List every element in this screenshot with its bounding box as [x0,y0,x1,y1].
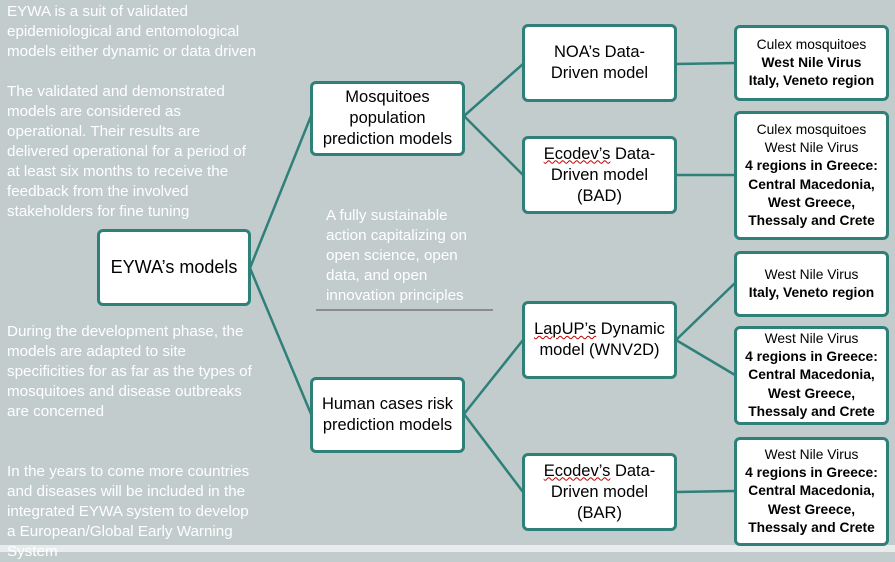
target-line: West Greece, [767,501,856,517]
target-line: West Nile Virus [764,266,859,282]
divider-rule [316,309,493,311]
model-line-rest: Data- [610,461,656,480]
target-line: West Nile Virus [764,446,859,462]
connector-human-lapup [463,339,524,415]
model-line: Driven model [550,64,649,82]
branch-line: population [349,109,426,127]
model-line: Driven model [550,482,649,501]
branch-line: prediction models [322,130,453,148]
model-line: (BAD) [577,186,622,205]
target-line: Central Macedonia, [748,367,875,383]
model-box-ecodev-bad: Ecodev’s Data- Driven model (BAD) [522,136,677,214]
model-box-lapup: LapUP’s Dynamic model (WNV2D) [522,301,677,379]
connector-root-human [248,267,313,415]
target-line: West Nile Virus [761,54,862,70]
target-line: Central Macedonia, [748,483,875,499]
target-line: Thessaly and Crete [748,403,875,419]
model-name: Ecodev’s [543,144,611,163]
sustainability-statement: A fully sustainable action capitalizing … [326,207,467,304]
model-box-noa: NOA’s Data- Driven model [522,24,677,102]
model-line: Ecodev’s Data- [544,461,656,482]
development-paragraph: During the development phase, the models… [7,323,252,420]
model-name: Ecodev’s [543,461,611,480]
target-line: 4 regions in Greece: [745,349,878,365]
model-box-ecodev-bar: Ecodev’s Data- Driven model (BAR) [522,453,677,531]
target-line: Thessaly and Crete [748,212,875,228]
branch-line: Mosquitoes [345,88,430,106]
branch-line: Human cases risk [321,395,454,413]
model-line: Ecodev’s Data- [544,144,656,165]
connector-noa-t1 [675,61,736,66]
connector-mosquitoes-noa [463,63,524,117]
model-line-rest: Data- [610,144,656,163]
operational-paragraph: The validated and demonstrated models ar… [7,83,246,220]
model-line: model (WNV2D) [539,341,660,359]
target-box-greece-wnv-lapup: West Nile Virus 4 regions in Greece: Cen… [734,326,889,425]
target-box-greece-wnv-bar: West Nile Virus 4 regions in Greece: Cen… [734,437,889,546]
future-paragraph: In the years to come more countries and … [7,463,250,560]
target-box-italy-culex: Culex mosquitoes West Nile Virus Italy, … [734,25,889,101]
connector-lapup-t3 [675,282,736,341]
connector-bar-t5 [675,489,736,494]
model-line: Driven model [550,165,649,184]
target-line: Culex mosquitoes [756,121,867,137]
target-line: 4 regions in Greece: [745,158,878,174]
target-line: Culex mosquitoes [756,36,867,52]
connector-lapup-t4 [675,338,736,377]
root-label: EYWA’s models [110,257,238,277]
model-line: NOA’s Data- [553,43,646,61]
target-line: West Nile Virus [764,330,859,346]
model-line-rest: Dynamic [596,320,665,338]
connector-mosquitoes-bad [463,115,524,176]
connector-root-mosquitoes [248,115,313,269]
target-line: Central Macedonia, [748,176,875,192]
root-box-eywa-models: EYWA’s models [97,229,251,306]
model-line: (BAR) [577,503,622,522]
target-line: West Greece, [767,385,856,401]
target-line: Thessaly and Crete [748,519,875,535]
target-line: West Nile Virus [764,140,859,156]
target-box-italy-wnv: West Nile Virus Italy, Veneto region [734,251,889,317]
target-line: 4 regions in Greece: [745,465,878,481]
connector-human-bar [463,413,524,493]
model-name: LapUP’s [534,320,597,338]
target-line: West Greece, [767,194,856,210]
model-line: LapUP’s Dynamic [534,319,665,340]
target-line: Italy, Veneto region [748,285,875,300]
bottom-strip [0,545,895,552]
target-line: Italy, Veneto region [748,73,875,89]
intro-paragraph: EYWA is a suit of validated epidemiologi… [7,3,257,60]
target-box-greece-culex: Culex mosquitoes West Nile Virus 4 regio… [734,111,889,240]
branch-box-human-cases: Human cases risk prediction models [310,377,465,453]
branch-line: prediction models [322,416,453,434]
branch-box-mosquitoes: Mosquitoes population prediction models [310,81,465,156]
